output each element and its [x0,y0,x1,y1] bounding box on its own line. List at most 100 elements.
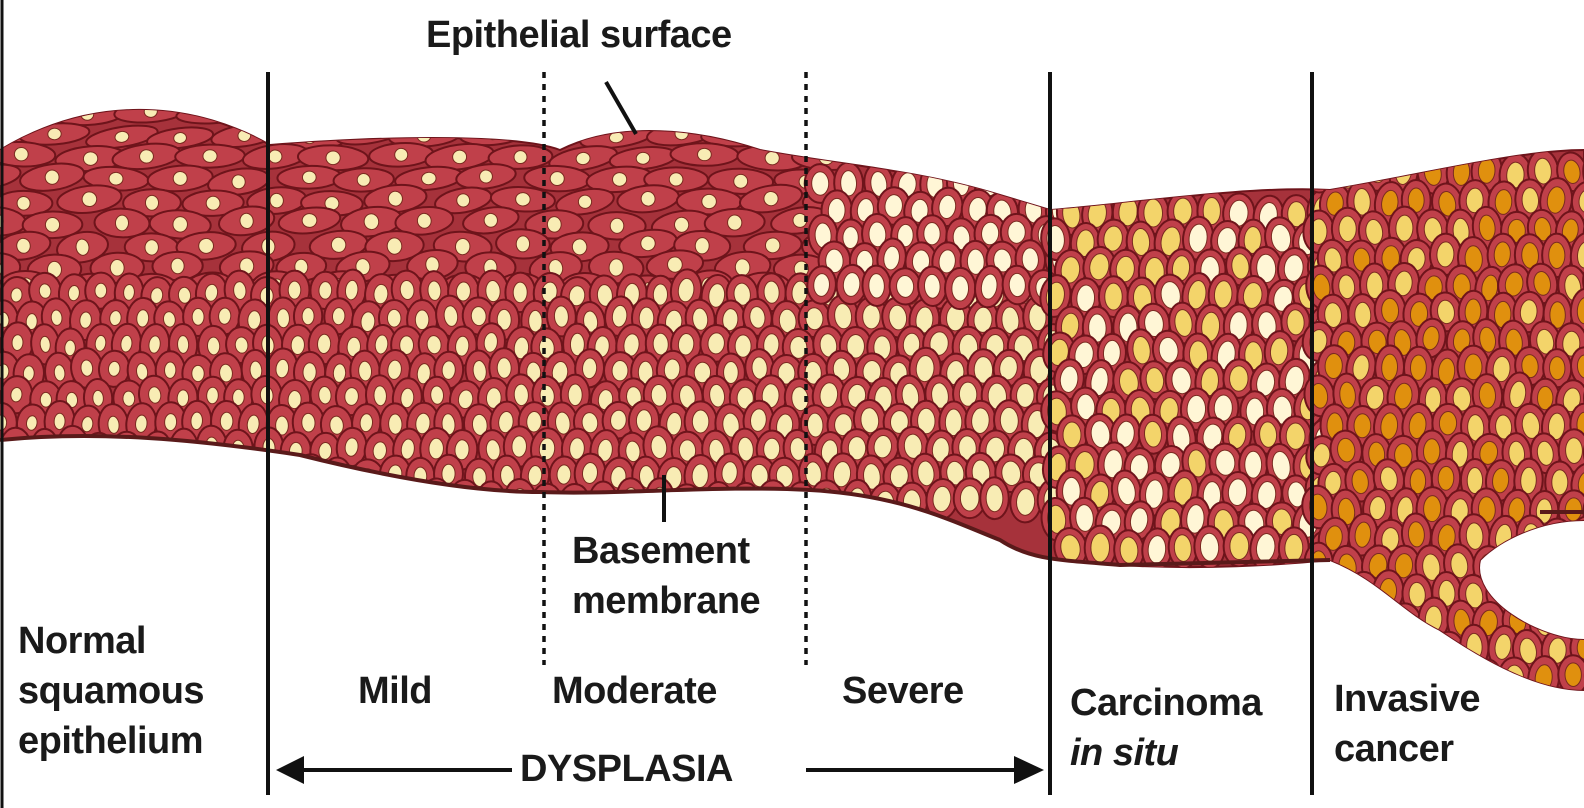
cell-nucleus [67,438,80,456]
cell-nucleus [761,105,775,117]
cell [266,456,298,498]
cell [57,478,90,522]
cell [336,483,369,524]
cell-nucleus [811,172,828,196]
cell-nucleus [986,485,1003,512]
normal-label-line1: Normal [18,618,146,664]
cell-nucleus [596,491,610,513]
cell-nucleus [1552,470,1568,495]
cell-nucleus [289,442,303,460]
cell-nucleus [512,436,527,457]
cell-nucleus [576,109,590,121]
cell-nucleus [824,108,838,120]
cell [84,478,118,518]
cell-nucleus [1351,635,1370,660]
cell [155,453,184,492]
cell-nucleus [1038,172,1058,196]
cell-nucleus [1285,534,1304,562]
cell-nucleus [40,441,51,458]
cell [485,101,561,122]
cell-nucleus [516,106,530,117]
cell-nucleus [637,110,650,122]
cell-nucleus [427,488,443,510]
cell-nucleus [924,223,940,245]
cell-nucleus [173,216,188,232]
cell-nucleus [1105,283,1123,310]
cell-nucleus [1520,580,1537,606]
cell-nucleus [513,282,527,303]
cell-nucleus [1549,242,1565,268]
cell-nucleus [403,494,417,513]
cell-nucleus [819,152,833,165]
cell-nucleus [270,108,284,119]
cell [1303,151,1337,193]
cell-nucleus [345,493,359,512]
cell-nucleus [547,216,562,232]
cell-nucleus [695,237,709,254]
cell [1418,597,1450,641]
cell-nucleus [95,490,108,506]
cell-nucleus [93,443,105,459]
cell [29,482,61,522]
invasive-label-line2: cancer [1334,726,1454,772]
cell-nucleus [245,464,259,484]
cell-nucleus [539,493,555,514]
cell [359,97,432,128]
cell-nucleus [357,173,370,186]
cell [308,480,337,519]
cell-nucleus [1354,414,1371,438]
cell [1372,628,1408,673]
basement-membrane-label-line2: membrane [572,578,760,624]
cell-nucleus [415,310,429,330]
basement-membrane-label-line1: Basement [572,528,750,574]
cell-nucleus [458,489,472,508]
cell [945,268,976,310]
cell-nucleus [302,308,314,325]
cell [280,481,312,518]
cell-nucleus [171,258,184,274]
cell-nucleus [145,195,158,210]
cell-nucleus [289,491,302,508]
cell-nucleus [868,273,884,298]
cell-nucleus [110,259,124,276]
cell [1554,541,1584,587]
cell-nucleus [1366,608,1386,636]
cis-label-line2: in situ [1070,730,1178,776]
cell-nucleus [1425,606,1442,633]
cell-nucleus [180,495,192,511]
cell [300,104,374,128]
cell-nucleus [387,309,401,327]
cell-nucleus [332,307,345,325]
cell-nucleus [572,239,587,256]
invasive-label-line1: Invasive [1334,676,1480,722]
cell-nucleus [316,490,328,508]
cell [842,479,873,521]
cell-nucleus [145,240,159,256]
dysplasia-arrow-left-head [276,756,304,784]
cell [125,457,156,498]
cell-nucleus [450,110,463,121]
moderate-label: Moderate [552,668,717,714]
cell-nucleus [54,413,65,430]
cell-nucleus [65,340,76,356]
cell [181,454,212,495]
cell-nucleus [1008,221,1025,243]
cell-nucleus [14,147,28,161]
cell-nucleus [1507,551,1524,577]
cis-label-line1: Carcinoma [1070,680,1262,726]
cell [0,427,32,469]
cell-nucleus [609,258,624,276]
cell-nucleus [330,110,344,122]
cell [197,481,227,520]
severe-label: Severe [842,668,964,714]
cell-nucleus [1562,550,1582,578]
cell-nucleus [734,174,748,188]
cell-nucleus [805,307,823,330]
cell-nucleus [566,492,583,514]
cell [1318,626,1353,671]
dysplasia-label: DYSPLASIA [520,746,733,792]
cell-nucleus [173,171,188,186]
cell-nucleus [192,365,205,381]
cell-nucleus [387,238,402,255]
cell-nucleus [326,151,341,165]
